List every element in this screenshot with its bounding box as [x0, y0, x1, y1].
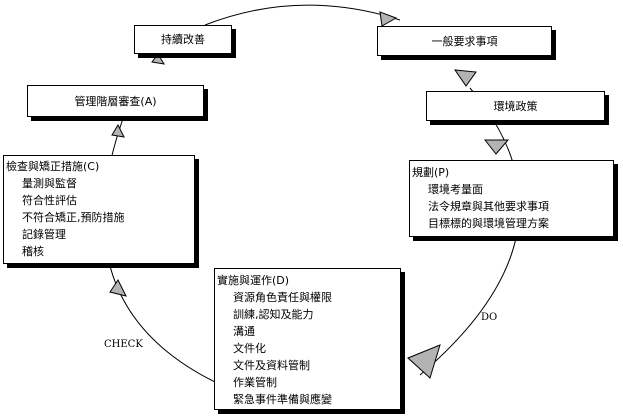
list-item: 稽核	[22, 245, 44, 258]
checking-box: 檢查與矯正措施(C) 量測與監督 符合性評估 不符合矯正,預防措施 記錄管理 稽…	[3, 155, 195, 264]
continual-improvement-box: 持續改善	[134, 25, 232, 54]
arrow-to-environmental-policy	[453, 69, 477, 87]
list-item: 文件化	[233, 342, 266, 355]
list-item: 環境考量面	[428, 183, 483, 196]
list-item: 訓練,認知及能力	[233, 308, 314, 321]
list-item: 符合性評估	[22, 194, 77, 207]
list-item: 緊急事件準備與應變	[233, 393, 332, 406]
list-item: 量測與監督	[22, 177, 77, 190]
implementation-title: 實施與運作(D)	[217, 274, 290, 287]
management-review-box: 管理階層審查(A)	[27, 85, 204, 117]
arrow-to-implementation	[407, 344, 441, 379]
implementation-box: 實施與運作(D) 資源角色責任與權限 訓練,認知及能力 溝通 文件化 文件及資料…	[214, 268, 401, 410]
general-requirements-box: 一般要求事項	[377, 26, 552, 56]
list-item: 記錄管理	[22, 228, 66, 241]
arrow-to-continual-improvement	[151, 53, 165, 65]
planning-title: 規劃(P)	[412, 166, 450, 179]
cycle-curve-top	[204, 4, 401, 26]
list-item: 資源角色責任與權限	[233, 291, 332, 304]
list-item: 溝通	[233, 325, 255, 338]
implementation-list: 資源角色責任與權限 訓練,認知及能力 溝通 文件化 文件及資料管制 作業管制 緊…	[215, 289, 400, 408]
continual-improvement-label: 持續改善	[161, 33, 205, 46]
list-item: 目標標的與環境管理方案	[428, 217, 549, 230]
environmental-policy-box: 環境政策	[426, 91, 605, 121]
arrow-to-planning	[483, 139, 510, 155]
list-item: 不符合矯正,預防措施	[22, 211, 125, 224]
cycle-curve-left	[103, 99, 216, 383]
arrow-to-management-review	[111, 123, 125, 138]
checking-list: 量測與監督 符合性評估 不符合矯正,預防措施 記錄管理 稽核	[4, 175, 194, 260]
check-label: CHECK	[104, 339, 143, 350]
do-label: DO	[481, 312, 498, 323]
arrow-to-general-requirements	[379, 11, 398, 27]
list-item: 文件及資料管制	[233, 359, 310, 372]
arrow-to-checking	[109, 279, 127, 297]
management-review-label: 管理階層審查(A)	[74, 94, 157, 108]
environmental-policy-label: 環境政策	[493, 99, 538, 113]
list-item: 法令規章與其他要求事項	[428, 200, 549, 213]
list-item: 作業管制	[233, 376, 277, 389]
planning-box: 規劃(P) 環境考量面 法令規章與其他要求事項 目標標的與環境管理方案	[409, 160, 614, 237]
general-requirements-label: 一般要求事項	[431, 34, 498, 48]
planning-list: 環境考量面 法令規章與其他要求事項 目標標的與環境管理方案	[410, 181, 613, 232]
checking-title: 檢查與矯正措施(C)	[6, 160, 100, 173]
